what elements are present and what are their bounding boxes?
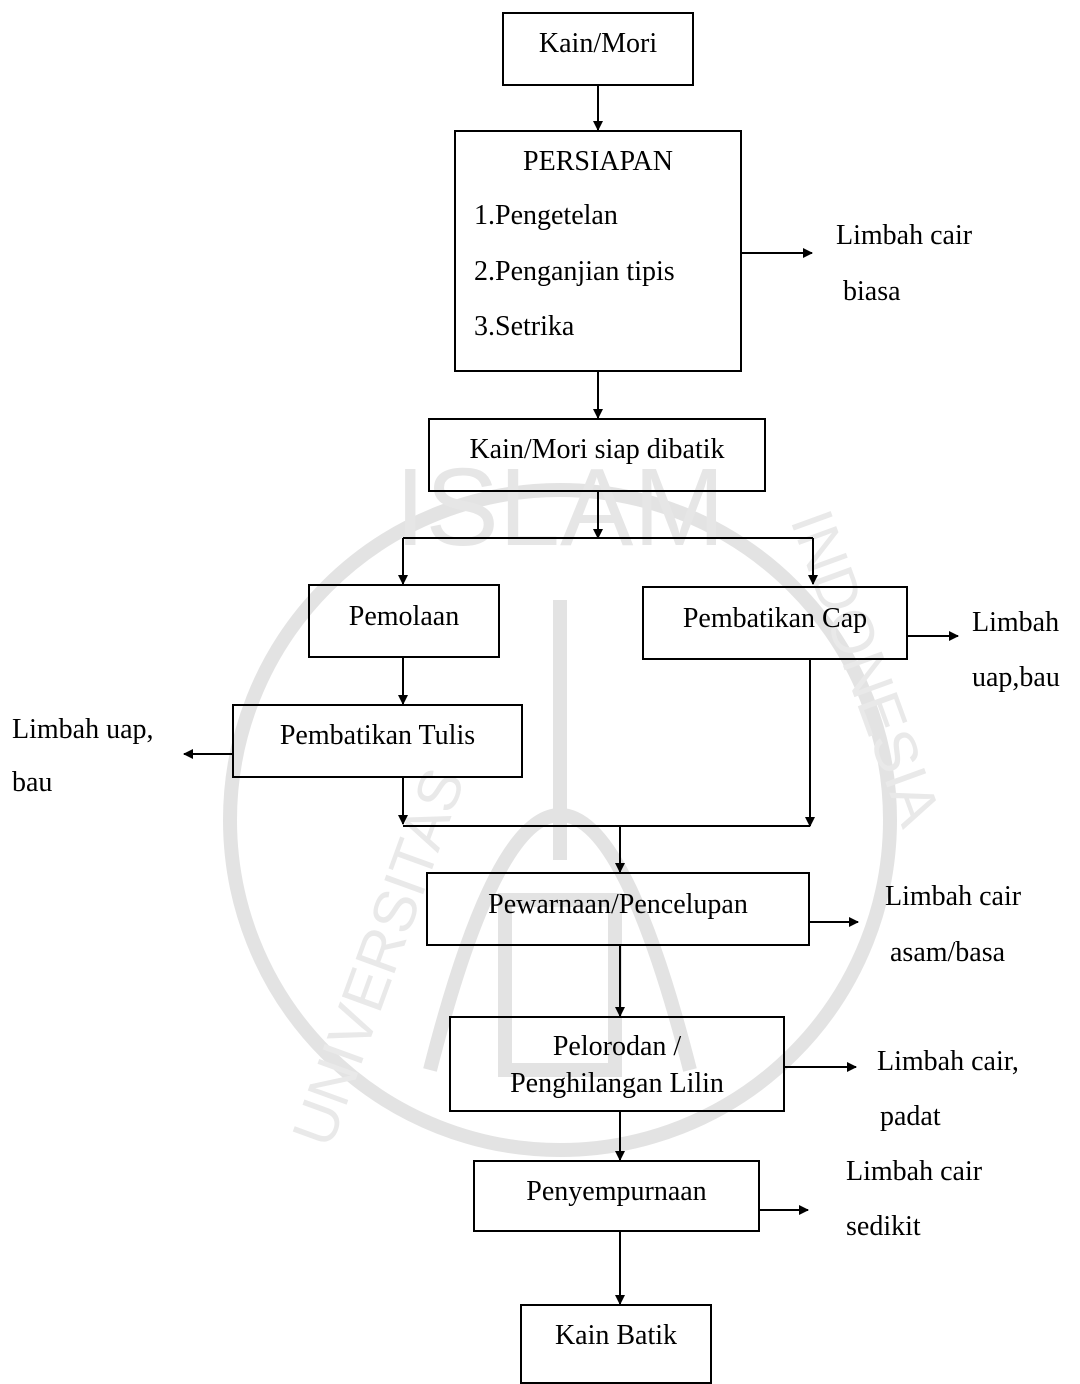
waste-pewarnaan-line-2: asam/basa — [890, 937, 1006, 968]
pemolaan-box — [308, 584, 500, 658]
waste-persiapan-line-2: biasa — [843, 276, 901, 307]
waste-penyempurnaan-line-2: sedikit — [846, 1211, 921, 1242]
persiapan-step-3: 3.Setrika — [474, 311, 575, 342]
kain-mori-label: Kain/Mori — [538, 28, 658, 59]
pewarnaan-box — [426, 872, 810, 946]
persiapan-step-1: 1.Pengetelan — [474, 200, 618, 231]
pemolaan-label: Pemolaan — [348, 601, 460, 632]
waste-pewarnaan-line-1: Limbah cair — [885, 881, 1022, 912]
pembatikan-cap-label: Pembatikan Cap — [682, 603, 868, 634]
waste-cap-line-1: Limbah — [972, 607, 1060, 638]
waste-tulis-line-1: Limbah uap, — [12, 714, 154, 745]
pelorodan-line-1: Pelorodan / — [552, 1031, 682, 1062]
persiapan-box — [454, 130, 742, 372]
pembatikan-tulis-label: Pembatikan Tulis — [279, 720, 476, 751]
penyempurnaan-label: Penyempurnaan — [526, 1176, 707, 1207]
waste-cap-line-2: uap,bau — [972, 662, 1060, 693]
kain-batik-label: Kain Batik — [554, 1320, 678, 1351]
waste-pelorodan-line-1: Limbah cair, — [877, 1046, 1019, 1077]
kain-mori-box — [502, 12, 694, 86]
persiapan-step-2: 2.Penganjian tipis — [474, 256, 675, 287]
waste-penyempurnaan-line-1: Limbah cair — [846, 1156, 983, 1187]
waste-pelorodan-line-2: padat — [880, 1101, 941, 1132]
waste-tulis-line-2: bau — [12, 767, 53, 798]
waste-persiapan-line-1: Limbah cair — [836, 220, 973, 251]
siap-dibatik-label: Kain/Mori siap dibatik — [469, 434, 725, 465]
pembatikan-tulis-box — [232, 704, 523, 778]
pewarnaan-label: Pewarnaan/Pencelupan — [488, 889, 748, 920]
pembatikan-cap-box — [642, 586, 908, 660]
pelorodan-line-2: Penghilangan Lilin — [510, 1068, 724, 1099]
penyempurnaan-box — [473, 1160, 760, 1232]
pelorodan-box — [449, 1016, 785, 1112]
persiapan-title: PERSIAPAN — [523, 146, 673, 177]
siap-dibatik-box — [428, 418, 766, 492]
